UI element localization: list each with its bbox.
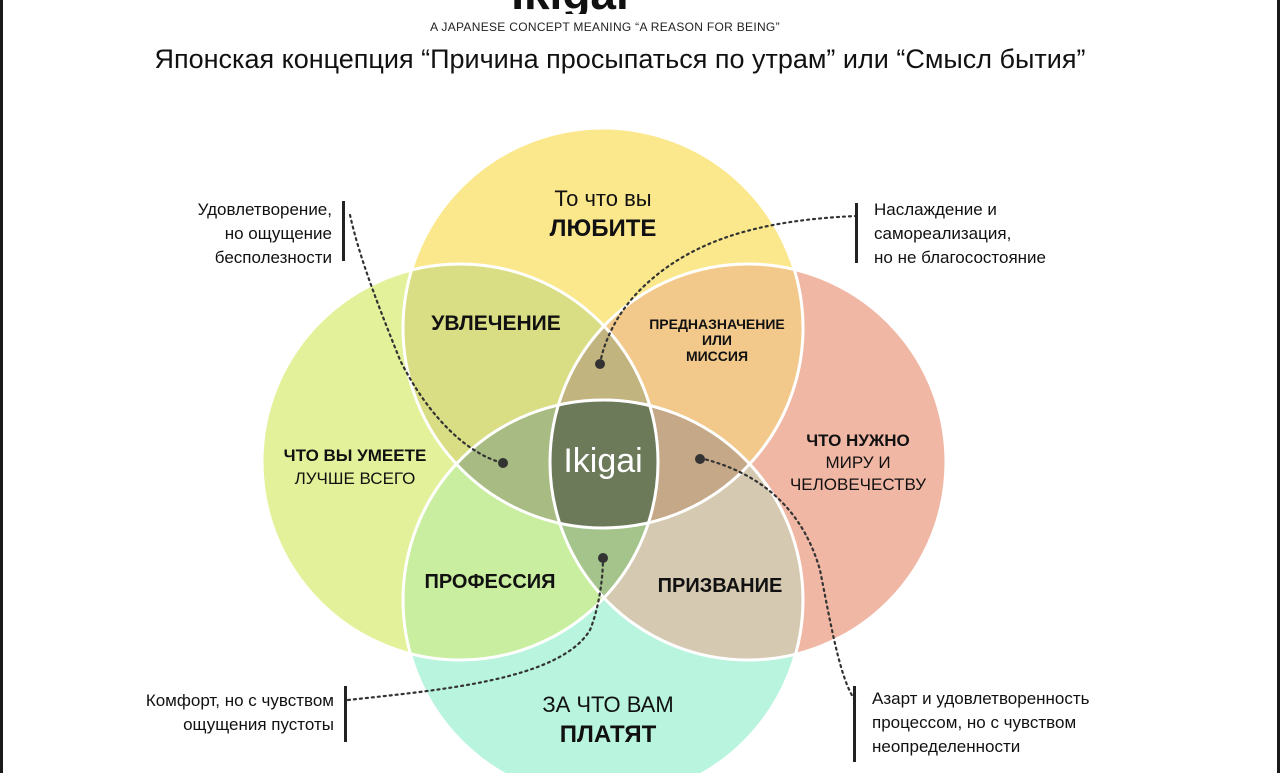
note-top-left-line3: бесполезности (214, 248, 332, 267)
love-label-line2: ЛЮБИТЕ (550, 215, 657, 242)
connector-dot-passion-center (498, 458, 508, 468)
good-at-label-line2: ЛУЧШЕ ВСЕГО (295, 469, 416, 488)
paid-for-label-line2: ПЛАТЯТ (560, 721, 657, 748)
note-top-left-bar (342, 201, 345, 261)
profession-label: ПРОФЕССИЯ (424, 571, 555, 593)
connector-bottom-right (698, 456, 857, 702)
connector-bottom-left (346, 556, 605, 702)
vocation-label: ПРИЗВАНИЕ (658, 575, 783, 597)
note-bottom-right-line3: неопределенности (872, 737, 1021, 756)
passion-label: УВЛЕЧЕНИЕ (431, 312, 560, 335)
connector-top-right (598, 214, 859, 366)
logo: Ikigai (440, 0, 700, 14)
mission-label-line3: МИССИЯ (686, 348, 748, 364)
world-needs-label-line1: ЧТО НУЖНО (806, 431, 910, 450)
note-bottom-right-line1: Азарт и удовлетворенность (872, 689, 1090, 708)
connector-dot-vocation (695, 454, 705, 464)
note-bottom-left-line2: ощущения пустоты (183, 715, 334, 734)
note-bottom-right-line2: процессом, но с чувством (872, 713, 1077, 732)
mission-label-line2: ИЛИ (702, 332, 732, 348)
note-bottom-right-bar (853, 686, 856, 762)
world-needs-label-line2: МИРУ И (825, 453, 890, 472)
note-bottom-left-bar (344, 686, 347, 742)
logo-text: Ikigai (440, 0, 700, 14)
note-top-left-line2: но ощущение (224, 224, 332, 243)
good-at-label-line1: ЧТО ВЫ УМЕЕТЕ (284, 446, 427, 465)
love-label-line1: То что вы (554, 186, 651, 211)
note-top-right-line1: Наслаждение и (874, 200, 997, 219)
note-bottom-left: Комфорт, но с чувством ощущения пустоты (60, 689, 334, 737)
page-title: Японская концепция “Причина просыпаться … (154, 44, 1086, 74)
subtitle: A JAPANESE CONCEPT MEANING “A REASON FOR… (430, 20, 780, 34)
note-bottom-left-line1: Комфорт, но с чувством (145, 691, 334, 710)
note-top-right-bar (855, 203, 858, 263)
note-top-right: Наслаждение и самореализация, но не благ… (874, 198, 1134, 270)
note-top-right-line2: самореализация, (874, 224, 1012, 243)
connector-dot-mission (595, 359, 605, 369)
note-top-left: Удовлетворение, но ощущение бесполезност… (120, 198, 332, 270)
note-top-right-line3: но не благосостояние (874, 248, 1047, 267)
connector-top-left (348, 213, 505, 465)
frame-right-edge (1277, 0, 1280, 773)
center-label: Ikigai (563, 442, 642, 480)
frame-left-edge (0, 0, 3, 773)
note-bottom-right: Азарт и удовлетворенность процессом, но … (872, 687, 1162, 759)
mission-label-line1: ПРЕДНАЗНАЧЕНИЕ (649, 316, 785, 332)
connector-dot-profession (598, 553, 608, 563)
note-top-left-line1: Удовлетворение, (197, 200, 332, 219)
paid-for-label-line1: ЗА ЧТО ВАМ (542, 692, 673, 717)
world-needs-label-line3: ЧЕЛОВЕЧЕСТВУ (790, 475, 926, 494)
